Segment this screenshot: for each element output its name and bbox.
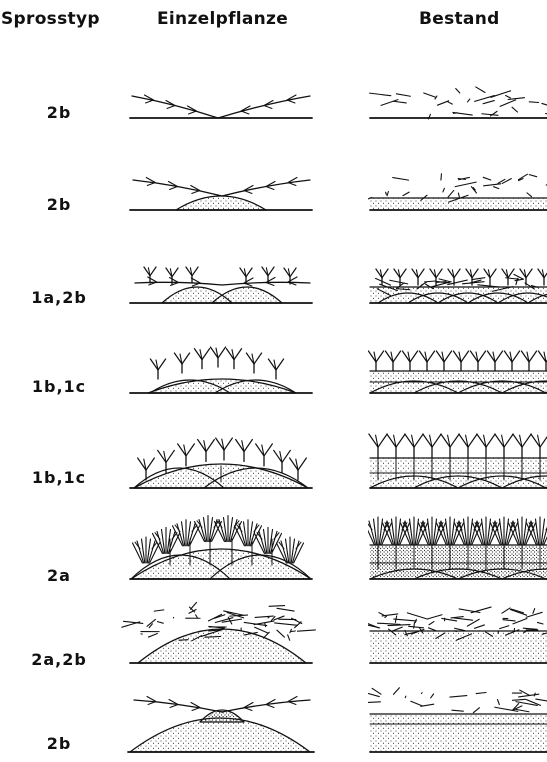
single-plant-row-6	[130, 516, 312, 579]
stand-row-6	[365, 517, 547, 579]
single-plant-row-5	[130, 438, 312, 488]
stand-row-2	[357, 174, 547, 210]
stand-row-3	[370, 269, 547, 303]
stand-row-7	[357, 607, 547, 663]
single-plant-row-8	[128, 697, 314, 753]
single-plant-row-7	[122, 603, 316, 663]
single-plant-row-1	[130, 95, 312, 118]
single-plant-row-3	[130, 267, 312, 303]
stand-row-5	[369, 434, 547, 488]
stand-row-4	[368, 351, 547, 393]
stand-row-1	[370, 87, 547, 119]
single-plant-row-2	[130, 178, 312, 211]
single-plant-row-4	[130, 347, 312, 393]
stand-row-8	[361, 688, 547, 752]
